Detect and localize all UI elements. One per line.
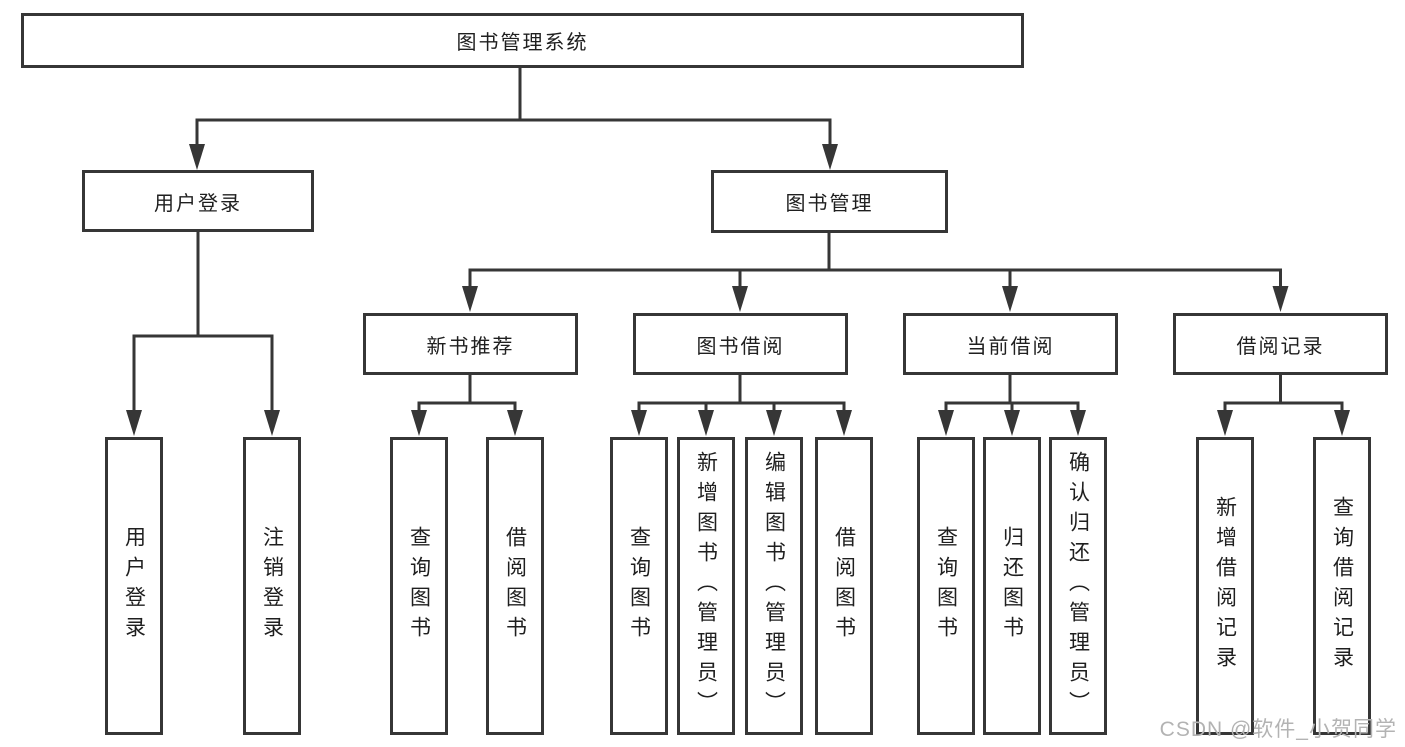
- leaf-logout: 注销登录: [243, 437, 301, 735]
- node-label: 图书管理: [785, 193, 874, 215]
- leaf-return-books: 归还图书: [983, 437, 1041, 735]
- node-book-management: 图书管理: [711, 170, 948, 233]
- node-label: 借阅记录: [1236, 335, 1325, 358]
- node-label: 确认归还（管理员）: [1066, 451, 1090, 721]
- leaf-edit-books-admin: 编辑图书（管理员）: [745, 437, 803, 735]
- node-book-borrow: 图书借阅: [633, 313, 848, 375]
- node-label: 图书管理系统: [456, 32, 589, 54]
- leaf-query-borrow-record: 查询借阅记录: [1313, 437, 1371, 735]
- node-new-book-recommend: 新书推荐: [363, 313, 578, 375]
- leaf-borrow-books-recommend: 借阅图书: [486, 437, 544, 735]
- leaf-query-books-recommend: 查询图书: [390, 437, 448, 735]
- leaf-add-borrow-record: 新增借阅记录: [1196, 437, 1254, 735]
- node-label: 查询图书: [627, 526, 651, 646]
- node-label: 用户登录: [154, 192, 242, 215]
- node-library-system-root: 图书管理系统: [21, 13, 1024, 68]
- leaf-add-books-admin: 新增图书（管理员）: [677, 437, 735, 735]
- node-label: 用户登录: [122, 526, 146, 646]
- leaf-query-books-current: 查询图书: [917, 437, 975, 735]
- node-label: 新增借阅记录: [1213, 496, 1237, 676]
- node-label: 借阅图书: [503, 526, 527, 646]
- node-current-borrow: 当前借阅: [903, 313, 1118, 375]
- node-label: 图书借阅: [696, 335, 785, 358]
- node-label: 新书推荐: [426, 335, 515, 358]
- csdn-watermark: CSDN @软件_小贺同学: [1159, 718, 1397, 741]
- node-label: 编辑图书（管理员）: [762, 451, 786, 721]
- node-label: 新增图书（管理员）: [694, 451, 718, 721]
- node-label: 当前借阅: [966, 335, 1055, 358]
- node-label: 注销登录: [260, 526, 284, 646]
- leaf-user-login: 用户登录: [105, 437, 163, 735]
- leaf-query-books-borrow: 查询图书: [610, 437, 668, 735]
- node-label: 查询借阅记录: [1330, 496, 1354, 676]
- node-user-login: 用户登录: [82, 170, 314, 232]
- arrowheads: [126, 144, 1350, 436]
- leaf-confirm-return-admin: 确认归还（管理员）: [1049, 437, 1107, 735]
- node-label: 借阅图书: [832, 526, 856, 646]
- node-label: 归还图书: [1000, 526, 1024, 646]
- node-label: 查询图书: [934, 526, 958, 646]
- node-label: 查询图书: [407, 526, 431, 646]
- node-borrow-records: 借阅记录: [1173, 313, 1388, 375]
- leaf-borrow-books: 借阅图书: [815, 437, 873, 735]
